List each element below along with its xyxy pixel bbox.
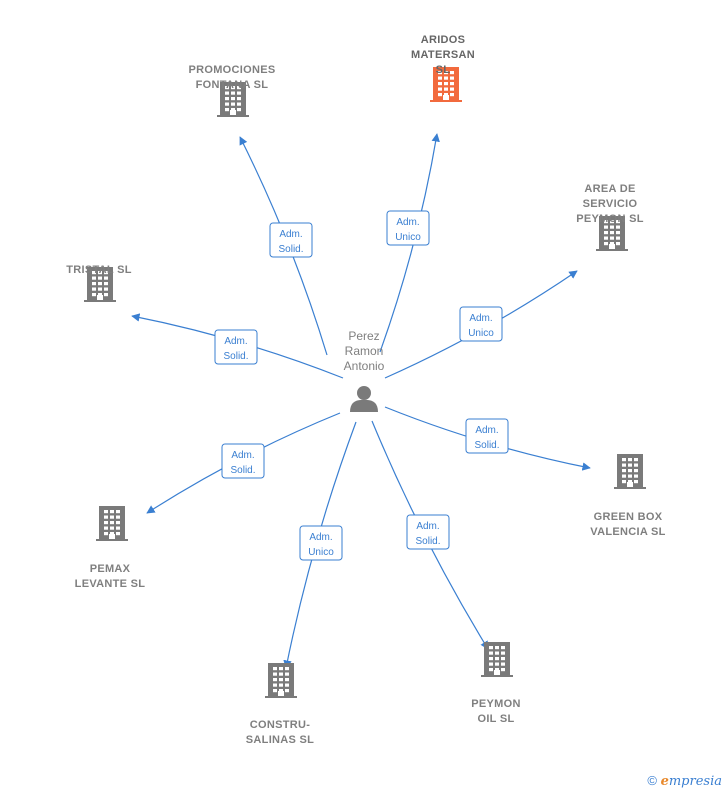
role-badge-green-box-valencia: Adm. Solid.	[465, 418, 509, 454]
company-label-tristal[interactable]: TRISTAL SL	[66, 264, 132, 276]
company-label-area-de-servicio-peymon[interactable]: AREA DE SERVICIO PEYMON SL	[576, 183, 644, 225]
role-badge-box	[221, 443, 265, 479]
person-name-line: Antonio	[344, 359, 385, 373]
role-badge-box	[299, 525, 343, 561]
role-label: Adm.	[469, 313, 492, 324]
company-label-peymon-oil[interactable]: PEYMON OIL SL	[471, 698, 520, 725]
building-icon-green-box-valencia[interactable]	[614, 454, 646, 489]
company-name-line: FONTANA SL	[196, 79, 269, 91]
company-label-constru-salinas[interactable]: CONSTRU- SALINAS SL	[246, 719, 314, 746]
role-badge-tristal: Adm. Solid.	[214, 329, 258, 365]
role-badge-promociones-fontana: Adm. Solid.	[269, 222, 313, 258]
company-name-line: LEVANTE SL	[75, 578, 146, 590]
company-label-promociones-fontana[interactable]: PROMOCIONES FONTANA SL	[188, 64, 275, 91]
company-name-line: AREA DE	[584, 183, 635, 195]
role-label: Unico	[468, 328, 494, 339]
empresia-logo: empresia	[661, 774, 722, 789]
copyright-symbol: ©	[647, 773, 657, 788]
building-icon-constru-salinas[interactable]	[265, 663, 297, 698]
building-icon-area-de-servicio-peymon[interactable]	[596, 216, 628, 251]
building-icon-promociones-fontana[interactable]	[217, 82, 249, 117]
company-label-pemax-levante[interactable]: PEMAX LEVANTE SL	[75, 563, 146, 590]
company-label-aridos-matersan[interactable]: ARIDOS MATERSAN SL	[411, 34, 475, 76]
role-badge-pemax-levante: Adm. Solid.	[221, 443, 265, 479]
building-icon-tristal[interactable]	[84, 267, 116, 302]
role-label: Adm.	[224, 336, 247, 347]
role-label: Adm.	[416, 521, 439, 532]
company-label-green-box-valencia[interactable]: GREEN BOX VALENCIA SL	[590, 511, 665, 538]
roles-layer: Adm.Solid.Adm.UnicoAdm.UnicoAdm.Solid.Ad…	[214, 210, 509, 561]
company-name-line: PEYMON SL	[576, 213, 644, 225]
role-badge-box	[406, 514, 450, 550]
role-label: Solid.	[278, 244, 303, 255]
role-label: Solid.	[223, 351, 248, 362]
role-label: Adm.	[231, 450, 254, 461]
role-badge-box	[386, 210, 430, 246]
company-name-line: TRISTAL SL	[66, 264, 132, 276]
person-icon	[350, 386, 378, 412]
role-label: Solid.	[230, 465, 255, 476]
building-icon-aridos-matersan[interactable]	[430, 67, 462, 102]
company-name-line: SALINAS SL	[246, 734, 314, 746]
role-badge-aridos-matersan: Adm. Unico	[386, 210, 430, 246]
company-name-line: CONSTRU-	[250, 719, 310, 731]
person-name-line: Perez	[348, 329, 379, 343]
role-label: Unico	[395, 232, 421, 243]
logo-text: mpresia	[668, 774, 722, 789]
company-name-line: SERVICIO	[583, 198, 638, 210]
role-badge-peymon-oil: Adm. Solid.	[406, 514, 450, 550]
role-label: Solid.	[415, 536, 440, 547]
role-label: Solid.	[474, 440, 499, 451]
role-label: Adm.	[396, 217, 419, 228]
role-badge-constru-salinas: Adm. Unico	[299, 525, 343, 561]
person-name-line: Ramon	[345, 344, 384, 358]
company-name-line: SL	[436, 64, 451, 76]
role-badge-area-de-servicio-peymon: Adm. Unico	[459, 306, 503, 342]
role-label: Adm.	[279, 229, 302, 240]
company-name-line: PEYMON	[471, 698, 520, 710]
company-name-line: PROMOCIONES	[188, 64, 275, 76]
role-badge-box	[269, 222, 313, 258]
role-badge-box	[459, 306, 503, 342]
company-name-line: PEMAX	[90, 563, 131, 575]
role-label: Adm.	[475, 425, 498, 436]
company-name-line: GREEN BOX	[594, 511, 663, 523]
role-label: Unico	[308, 547, 334, 558]
nodes-layer: PROMOCIONES FONTANA SL ARIDOS MATERSAN SL ARE…	[66, 34, 665, 746]
role-label: Adm.	[309, 532, 332, 543]
logo-initial: e	[660, 774, 669, 789]
company-name-line: MATERSAN	[411, 49, 475, 61]
company-name-line: OIL SL	[477, 713, 514, 725]
role-badge-box	[465, 418, 509, 454]
company-name-line: ARIDOS	[421, 34, 466, 46]
footer-brand: © empresia	[647, 773, 722, 789]
building-icon-peymon-oil[interactable]	[481, 642, 513, 677]
building-icon-pemax-levante[interactable]	[96, 506, 128, 541]
company-name-line: VALENCIA SL	[590, 526, 665, 538]
role-badge-box	[214, 329, 258, 365]
